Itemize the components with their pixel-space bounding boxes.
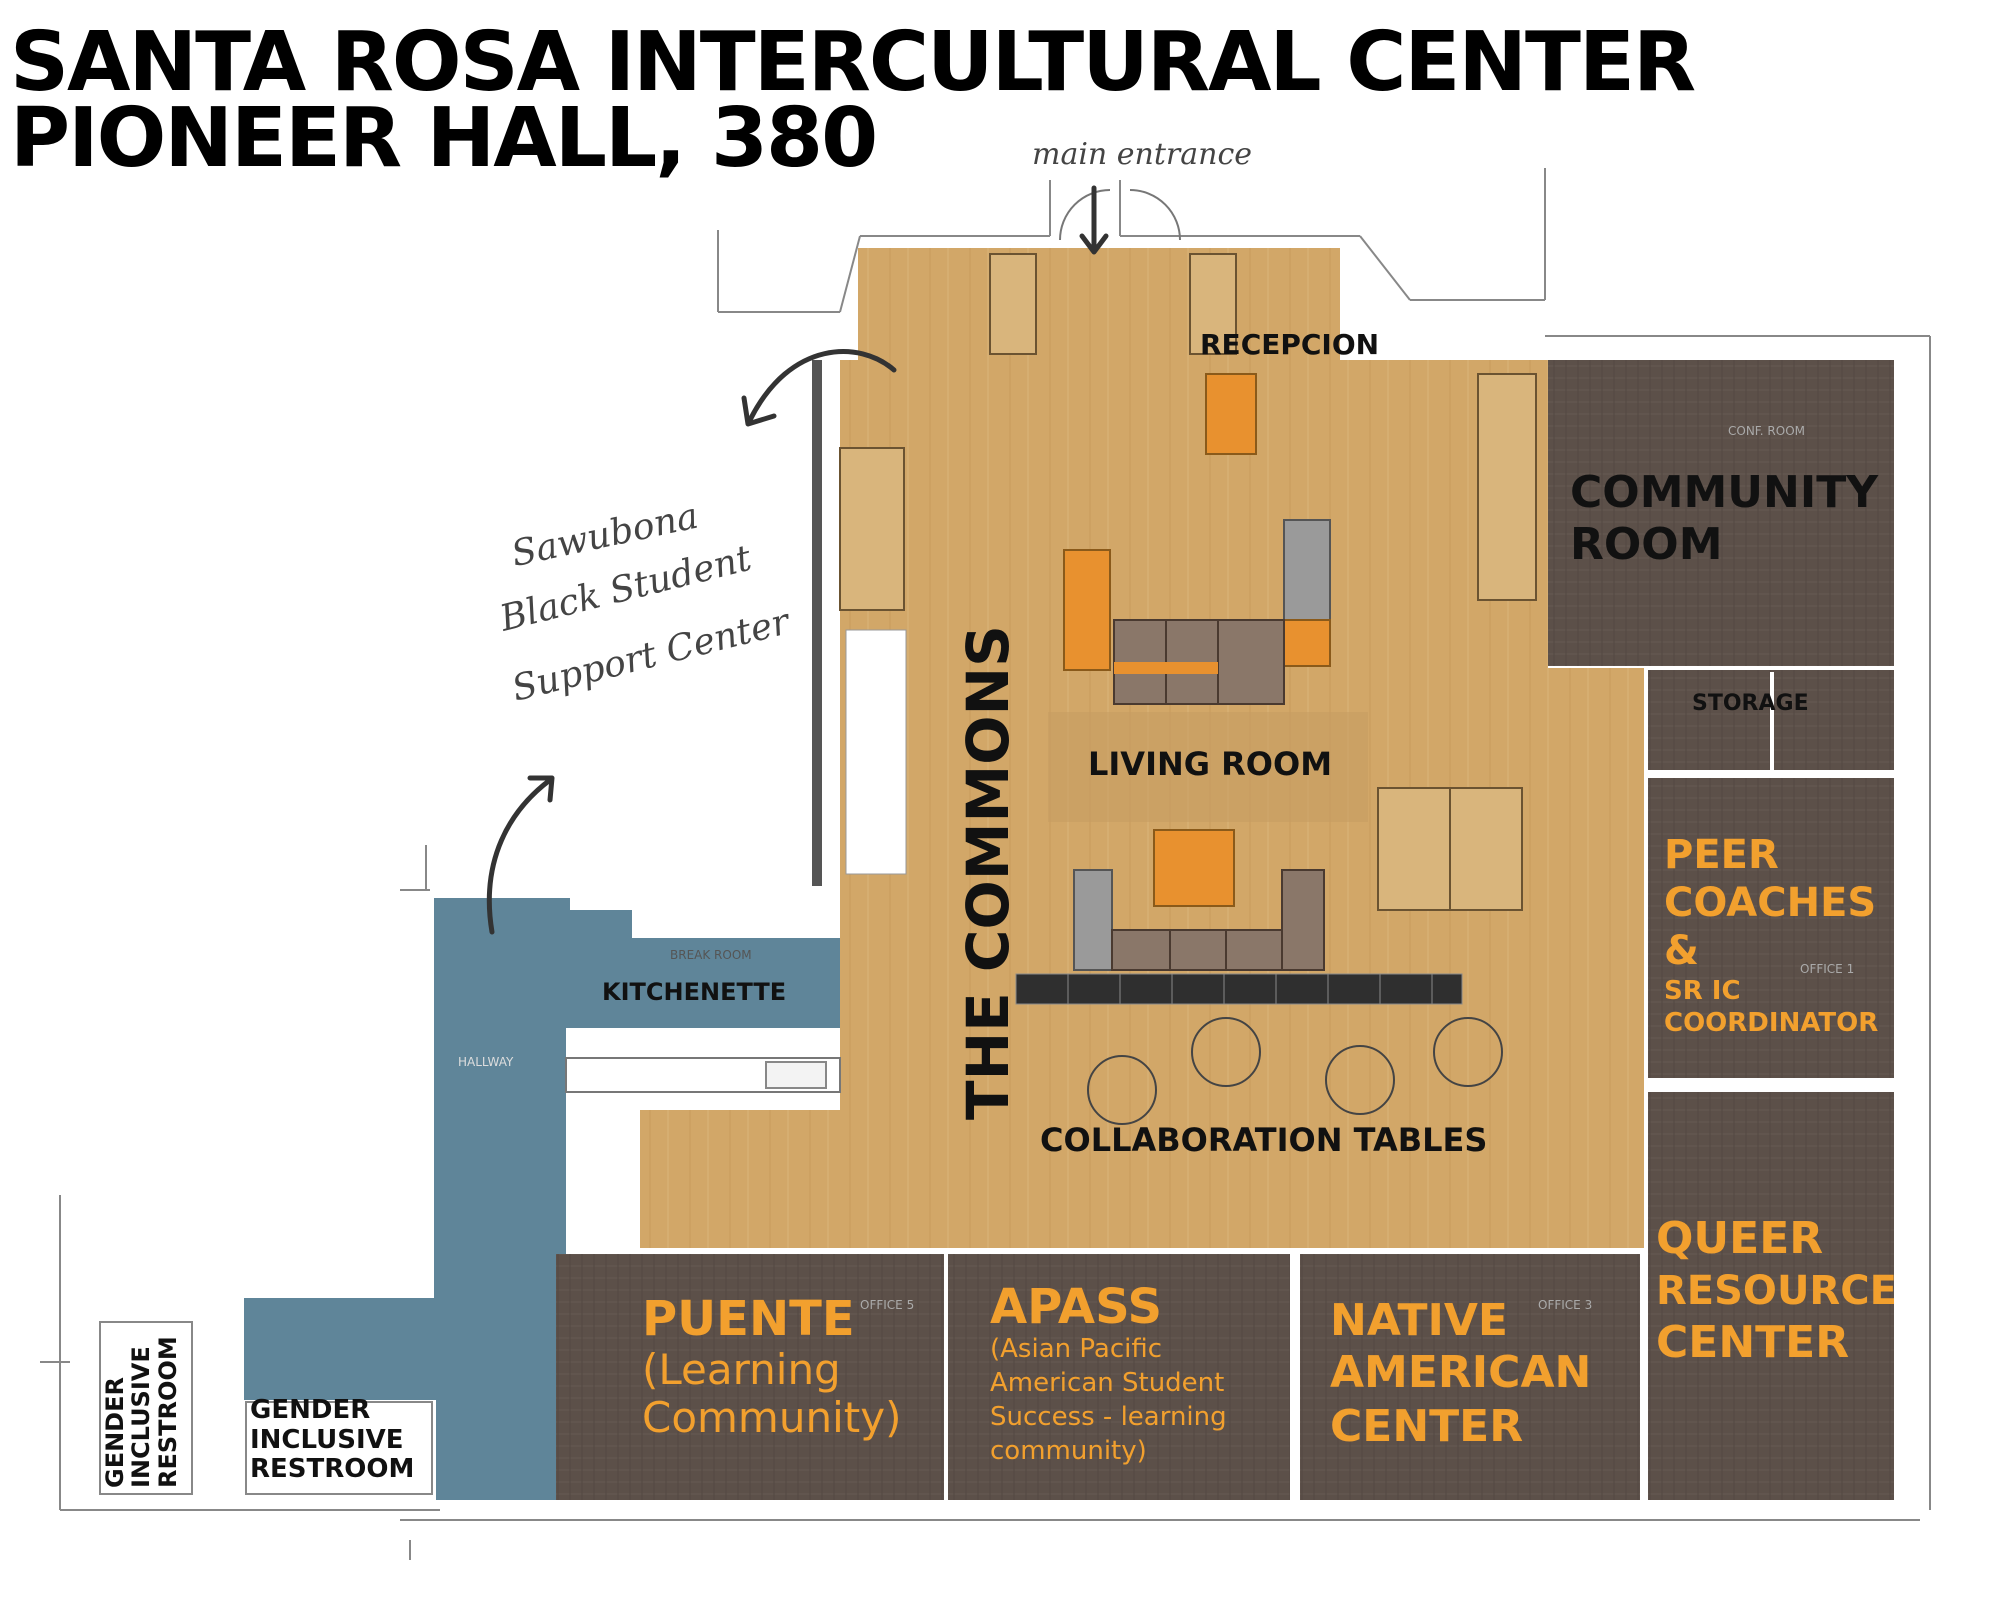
peer-coaches-label-3: & xyxy=(1664,928,1699,974)
apass-label-4: Success - learning xyxy=(990,1402,1227,1432)
living-room-rug xyxy=(1048,712,1368,822)
collaboration-tables-label: COLLABORATION TABLES xyxy=(1040,1121,1488,1159)
office-5-note: OFFICE 5 xyxy=(860,1298,915,1312)
apass-label-1: APASS xyxy=(990,1279,1163,1335)
conf-room-note: CONF. ROOM xyxy=(1728,424,1805,438)
puente-label-3: Community) xyxy=(642,1393,902,1442)
coffee-table-orange xyxy=(1153,829,1235,907)
gender-restroom-1-line-2: INCLUSIVE xyxy=(127,1346,156,1488)
main-entrance-label: main entrance xyxy=(1032,137,1253,172)
title-line-2: PIONEER HALL, 380 xyxy=(10,91,878,186)
gender-restroom-2-line-1: GENDER xyxy=(250,1395,371,1425)
peer-coaches-label-5: COORDINATOR xyxy=(1664,1008,1879,1038)
peer-coaches-label-1: PEER xyxy=(1664,832,1779,878)
title-line-1: SANTA ROSA INTERCULTURAL CENTER xyxy=(10,15,1696,110)
apass-label-5: community) xyxy=(990,1436,1147,1466)
reception-desks xyxy=(989,253,1237,355)
recepcion-label: RECEPCION xyxy=(1200,328,1380,361)
kitchenette-sink xyxy=(765,1061,827,1089)
cabinet-right xyxy=(1477,373,1537,601)
restroom-2 xyxy=(245,1401,433,1495)
office-1-note: OFFICE 1 xyxy=(1800,962,1855,976)
peer-coaches-label-4: SR IC xyxy=(1664,976,1741,1006)
native-american-label-2: AMERICAN xyxy=(1330,1347,1592,1398)
community-room-label-2: ROOM xyxy=(1570,519,1723,570)
peer-coaches-label-2: COACHES xyxy=(1664,880,1877,926)
wall-lines xyxy=(40,168,1931,1560)
gender-restroom-1-label: GENDER INCLUSIVE RESTROOM xyxy=(101,1336,182,1488)
reception-orange-desk xyxy=(1205,373,1257,455)
queer-resource-label-1: QUEER xyxy=(1656,1213,1824,1264)
living-room-label: LIVING ROOM xyxy=(1088,745,1333,783)
dark-bench xyxy=(1015,973,1463,1005)
apass-label-2: (Asian Pacific xyxy=(990,1334,1163,1364)
bench-left xyxy=(839,447,905,611)
sofa-upper xyxy=(1063,519,1331,705)
the-commons-label: THE COMMONS xyxy=(954,625,1022,1120)
gender-restroom-2-label: GENDER INCLUSIVE RESTROOM xyxy=(250,1395,415,1485)
native-american-label-3: CENTER xyxy=(1330,1401,1524,1452)
entrance-doors xyxy=(1059,189,1181,241)
hallway-note: HALLWAY xyxy=(458,1055,514,1069)
gender-restroom-2-line-3: RESTROOM xyxy=(250,1454,415,1485)
community-room-label-1: COMMUNITY xyxy=(1570,467,1879,518)
kitchenette-top-counter xyxy=(632,898,840,938)
collaboration-round-tables xyxy=(1087,1017,1503,1125)
sofa-lower xyxy=(1073,869,1325,971)
kitchenette-label: KITCHENETTE xyxy=(602,978,787,1006)
queer-resource-label-2: RESOURCE xyxy=(1656,1268,1897,1314)
office-3-note: OFFICE 3 xyxy=(1538,1298,1593,1312)
puente-label-1: PUENTE xyxy=(642,1291,855,1347)
break-room-note: BREAK ROOM xyxy=(670,948,752,962)
hallway-floor xyxy=(244,898,840,1500)
queer-resource-label-3: CENTER xyxy=(1656,1317,1850,1368)
white-wall-strip xyxy=(845,629,907,875)
puente-label-2: (Learning xyxy=(642,1345,841,1394)
gender-restroom-2-line-2: INCLUSIVE xyxy=(250,1424,404,1455)
native-american-label-1: NATIVE xyxy=(1330,1295,1508,1346)
apass-label-3: American Student xyxy=(990,1368,1225,1398)
sketch-arrows xyxy=(486,185,1109,935)
storage-label: STORAGE xyxy=(1692,691,1809,716)
side-tables xyxy=(1377,787,1523,911)
gender-restroom-1-line-3: RESTROOM xyxy=(153,1336,182,1488)
gender-restroom-1-line-1: GENDER xyxy=(101,1377,129,1488)
restroom-1 xyxy=(99,1321,193,1495)
